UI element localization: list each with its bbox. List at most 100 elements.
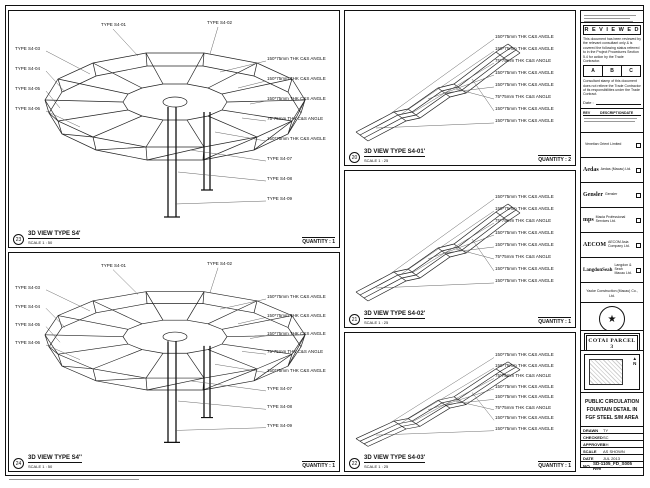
field-label: DRAWN <box>583 427 599 433</box>
annotation-label: 150*75mm THK C&S ANGLE <box>495 394 554 399</box>
annotation-label: 150*75mm THK C&S ANGLE <box>495 363 554 368</box>
sheet-footer <box>8 477 208 482</box>
annotation-label: 150*75mm THK C&S ANGLE <box>495 206 554 211</box>
field-label: CHECKED <box>583 434 603 440</box>
compass-label: N <box>633 360 637 366</box>
revision-table-header: REV DESCRIPTION DATE <box>583 111 641 116</box>
field-checked: CHECKED SC <box>581 434 643 441</box>
annotation-label: 150*75mm THK C&S ANGLE <box>495 242 554 247</box>
annotation-label: 75*75mm THK C&S ANGLE <box>495 405 552 410</box>
annotation-label: TYPE S4-05 <box>15 86 41 91</box>
key-plan-highlight <box>589 359 623 385</box>
consultant-row-aedas: Aedas Aedas (Macau) Ltd. <box>581 158 643 183</box>
field-drawn: DRAWN TY <box>581 427 643 434</box>
field-label: SCALE <box>583 448 597 454</box>
view-quantity: QUANTITY : 2 <box>538 155 571 163</box>
view-title: 3D VIEW TYPE S4' <box>28 231 81 239</box>
annotation-label: TYPE S4-06 <box>15 106 41 111</box>
annotation-label: 75*75mm THK C&S ANGLE <box>267 116 324 121</box>
panel-caption: 24 3D VIEW TYPE S4'' SCALE 1 : 50 QUANTI… <box>13 455 335 469</box>
annotation-label: 150*75mm THK C&S ANGLE <box>495 82 554 87</box>
annotation-label: TYPE S4-08 <box>267 176 293 181</box>
aedas-logo: Aedas <box>583 167 599 173</box>
view-quantity: QUANTITY : 1 <box>302 461 335 469</box>
consultant-name: Macia Professional Services Ltd. <box>595 215 626 223</box>
seal-star-icon: ★ <box>607 313 617 325</box>
reviewed-body-text: This document has been reviewed by the r… <box>583 37 641 63</box>
view-quantity: QUANTITY : 1 <box>302 237 335 245</box>
annotation-label: 150*75mm THK C&S ANGLE <box>267 313 326 318</box>
drawing-number-row: NO. SD-1105_FD_S005 Rev <box>581 461 643 471</box>
annotation-label: 150*75mm THK C&S ANGLE <box>495 70 554 75</box>
annotation-label: 75*75mm THK C&S ANGLE <box>495 94 552 99</box>
annotation-label: 150*75mm THK C&S ANGLE <box>495 415 554 420</box>
view-quantity: QUANTITY : 1 <box>538 317 571 325</box>
annotation-label: 150*75mm THK C&S ANGLE <box>495 230 554 235</box>
rev-col: REV <box>583 111 591 115</box>
stamp-checkbox <box>636 142 641 148</box>
mps-logo: mps <box>583 217 594 223</box>
stamp-checkbox <box>636 267 641 273</box>
annotation-label: TYPE S4-09 <box>267 196 293 201</box>
field-date: DATE JUL 2013 <box>581 455 643 462</box>
annotation-label: 150*75mm THK C&S ANGLE <box>495 384 554 389</box>
drawing-title-line: FGF STEEL S/M AREA <box>585 415 639 421</box>
consultant-name: Gensler <box>605 192 618 197</box>
reviewed-heading: R E V I E W E D <box>583 25 641 35</box>
annotation-label: TYPE S4-07 <box>267 386 293 391</box>
field-value: SC <box>603 434 609 440</box>
panel-caption: 21 3D VIEW TYPE S4-02' SCALE 1 : 25 QUAN… <box>349 311 571 325</box>
key-plan: ▲ N <box>584 354 640 390</box>
annotation-label: TYPE S4-09 <box>267 423 293 428</box>
contractor-block: Yaoke Construction (Macau) Co., Ltd. <box>581 283 643 303</box>
company-seal: ★ <box>599 306 625 330</box>
field-label: DATE <box>583 455 594 461</box>
reviewed-stamp: R E V I E W E D This document has been r… <box>581 23 643 109</box>
view-title: 3D VIEW TYPE S4'' <box>28 455 82 463</box>
annotation-label: 150*75mm THK C&S ANGLE <box>267 56 326 61</box>
annotation-label: TYPE S4-03 <box>15 46 41 51</box>
annotation-label: 150*75mm THK C&S ANGLE <box>495 266 554 271</box>
view-scale: SCALE 1 : 25 <box>364 464 389 469</box>
project-logo: COTAI PARCEL 3 <box>584 333 640 350</box>
date-col: DATE <box>623 111 634 115</box>
consultant-name: Langdon & Seah Macau Ltd. <box>614 263 632 275</box>
stamp-checkbox <box>636 217 641 223</box>
aecom-logo: AECOM <box>583 242 606 248</box>
view-scale: SCALE 1 : 50 <box>28 464 53 469</box>
gensler-logo: Gensler <box>583 192 603 198</box>
annotation-label: 150*75mm THK C&S ANGLE <box>267 331 326 336</box>
consultant-row-aecom: AECOM AECOM Asia Company Ltd. <box>581 233 643 258</box>
panel-caption: 22 3D VIEW TYPE S4-03' SCALE 1 : 25 QUAN… <box>349 455 571 469</box>
annotation-label: TYPE S4-04 <box>15 66 41 71</box>
view-title: 3D VIEW TYPE S4-01' <box>364 149 426 157</box>
field-value: AS SHOWN <box>603 448 625 454</box>
stamp-checkbox <box>636 242 641 248</box>
view-scale: SCALE 1 : 50 <box>28 240 53 245</box>
annotation-label: TYPE S4-01 <box>101 263 127 268</box>
consultant-row-mps: mps Macia Professional Services Ltd. <box>581 208 643 233</box>
annotation-label: TYPE S4-02 <box>207 261 233 266</box>
title-block: R E V I E W E D This document has been r… <box>580 10 644 471</box>
review-date-row: Date : <box>583 99 641 105</box>
contractor-name: Yaoke Construction (Macau) Co., Ltd. <box>586 289 638 298</box>
annotation-label: TYPE S4-07 <box>267 156 293 161</box>
annotation-label: TYPE S4-03 <box>15 285 41 290</box>
annotation-label: TYPE S4-02 <box>207 20 233 25</box>
annotation-label: 150*75mm THK C&S ANGLE <box>495 34 554 39</box>
consultant-row-gensler: Gensler Gensler <box>581 183 643 208</box>
field-value: KH <box>603 441 609 447</box>
field-label: APPROVED <box>583 441 606 447</box>
view-title: 3D VIEW TYPE S4-02' <box>364 311 426 319</box>
north-arrow-icon: ▲ N <box>633 356 637 366</box>
annotation-label: 150*75mm THK C&S ANGLE <box>267 294 326 299</box>
annotation-label: 150*75mm THK C&S ANGLE <box>267 368 326 373</box>
field-approved: APPROVED KH <box>581 441 643 448</box>
annotation-label: 150*75mm THK C&S ANGLE <box>495 106 554 111</box>
consultant-name: AECOM Asia Company Ltd. <box>608 240 630 248</box>
annotation-label: 150*75mm THK C&S ANGLE <box>495 352 554 357</box>
panel-caption: 23 3D VIEW TYPE S4' SCALE 1 : 50 QUANTIT… <box>13 231 335 245</box>
field-value: TY <box>603 427 609 433</box>
view-title: 3D VIEW TYPE S4-03' <box>364 455 426 463</box>
